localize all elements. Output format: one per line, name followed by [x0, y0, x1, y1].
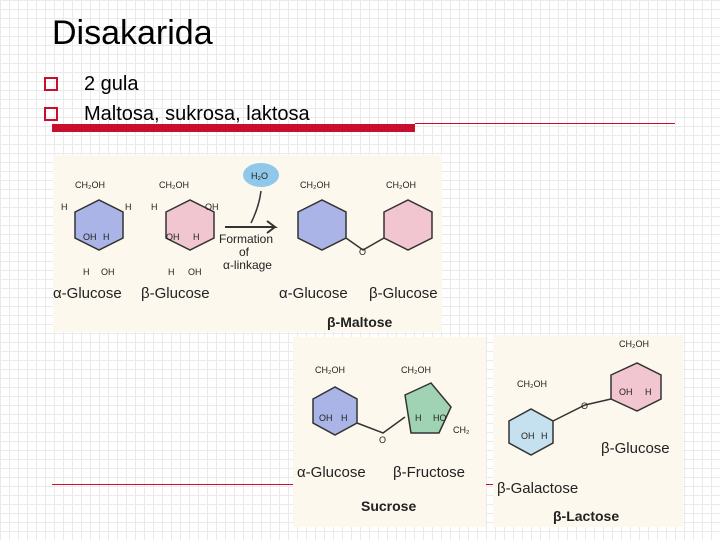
beta-glucose-caption: β-Glucose	[141, 285, 210, 302]
svg-text:O: O	[379, 435, 386, 445]
water-release-arrow-icon	[250, 190, 262, 224]
maltose-diagram: CH₂OH OH H H H H OH CH₂OH OH H OH H H OH H₂O F…	[53, 163, 438, 330]
svg-text:CH₂: CH₂	[453, 425, 470, 435]
svg-text:CH₂OH: CH₂OH	[386, 180, 416, 190]
svg-text:H: H	[341, 413, 348, 423]
beta-galactose-caption: β-Galactose	[497, 480, 578, 497]
water-molecule-icon	[243, 163, 279, 187]
alpha-glucose-ring	[312, 386, 358, 436]
svg-text:OH: OH	[101, 267, 115, 277]
svg-text:H: H	[83, 267, 90, 277]
svg-text:H: H	[415, 413, 422, 423]
svg-text:OH: OH	[166, 232, 180, 242]
beta-fructose-caption: β-Fructose	[393, 464, 465, 481]
ch2oh-label: CH₂OH	[315, 365, 345, 375]
formation-label: of	[239, 245, 250, 259]
ch2oh-label: CH₂OH	[75, 180, 105, 190]
ch2oh-label: CH₂OH	[619, 339, 649, 349]
sucrose-figure: CH₂OH CH₂OH O OH H H HO CH₂ α-Glucose β-Fr…	[293, 337, 486, 527]
beta-glucose-caption: β-Glucose	[369, 285, 438, 302]
svg-text:H: H	[61, 202, 68, 212]
svg-text:H: H	[541, 431, 548, 441]
alpha-glucose-ring	[74, 199, 124, 251]
formation-label: Formation	[219, 232, 273, 246]
svg-text:O: O	[581, 401, 588, 411]
svg-text:OH: OH	[521, 431, 535, 441]
glycosidic-bond	[356, 416, 406, 434]
svg-text:H: H	[193, 232, 200, 242]
svg-text:OH: OH	[83, 232, 97, 242]
beta-glucose-caption: β-Glucose	[601, 440, 670, 457]
sucrose-diagram: CH₂OH CH₂OH O OH H H HO CH₂ α-Glucose β-Fr…	[297, 365, 470, 514]
sucrose-product-caption: Sucrose	[361, 498, 416, 514]
svg-text:O: O	[359, 247, 366, 257]
beta-glucose-ring	[165, 199, 215, 251]
lactose-product-caption: β-Lactose	[553, 508, 619, 524]
svg-text:H: H	[168, 267, 175, 277]
slide-title: Disakarida	[52, 14, 213, 52]
svg-text:OH: OH	[619, 387, 633, 397]
beta-glucose-ring	[610, 362, 662, 412]
title-accent-line	[415, 123, 675, 124]
bullet-list: 2 gula Maltosa, sukrosa, laktosa	[44, 69, 310, 129]
svg-text:OH: OH	[188, 267, 202, 277]
bullet-item: Maltosa, sukrosa, laktosa	[44, 99, 310, 129]
svg-text:CH₂OH: CH₂OH	[159, 180, 189, 190]
bullet-text: 2 gula	[84, 73, 139, 95]
beta-galactose-ring	[508, 408, 554, 456]
square-bullet-icon	[44, 77, 58, 91]
reaction-arrow-icon	[225, 220, 278, 234]
svg-text:OH: OH	[205, 202, 219, 212]
svg-text:OH: OH	[319, 413, 333, 423]
svg-text:H: H	[151, 202, 158, 212]
bullet-item: 2 gula	[44, 69, 310, 99]
svg-text:CH₂OH: CH₂OH	[517, 379, 547, 389]
svg-text:CH₂OH: CH₂OH	[401, 365, 431, 375]
alpha-glucose-ring	[297, 199, 347, 251]
square-bullet-icon	[44, 107, 58, 121]
lactose-diagram: CH₂OH CH₂OH O OH H OH H β-Glucose β-Galact…	[497, 339, 670, 524]
beta-glucose-ring	[383, 199, 433, 251]
glycosidic-bond	[552, 398, 612, 422]
lactose-figure: CH₂OH CH₂OH O OH H OH H β-Glucose β-Galact…	[493, 335, 683, 527]
glycosidic-bond	[345, 237, 385, 251]
alpha-glucose-caption: α-Glucose	[53, 285, 122, 302]
bullet-text: Maltosa, sukrosa, laktosa	[84, 103, 310, 125]
beta-fructose-ring	[404, 382, 452, 434]
svg-text:H: H	[645, 387, 652, 397]
formation-label: α-linkage	[223, 258, 272, 272]
maltose-figure: CH₂OH OH H H H H OH CH₂OH OH H OH H H OH H₂O F…	[53, 155, 442, 332]
svg-text:H: H	[125, 202, 132, 212]
svg-text:CH₂OH: CH₂OH	[300, 180, 330, 190]
title-accent-bar	[52, 124, 415, 132]
svg-text:HO: HO	[433, 413, 447, 423]
alpha-glucose-caption: α-Glucose	[297, 464, 366, 481]
water-label: H₂O	[251, 171, 268, 181]
maltose-product-caption: β-Maltose	[327, 314, 393, 330]
alpha-glucose-caption: α-Glucose	[279, 285, 348, 302]
svg-text:H: H	[103, 232, 110, 242]
